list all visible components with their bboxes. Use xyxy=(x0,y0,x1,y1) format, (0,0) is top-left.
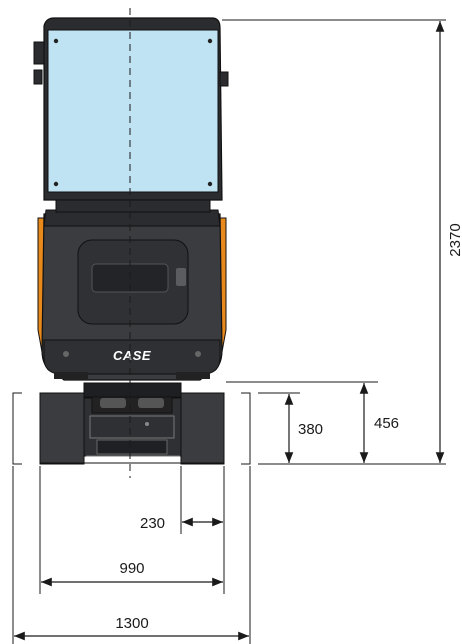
dim-track-width: 230 xyxy=(140,515,165,532)
upper-structure: CASE xyxy=(37,209,227,381)
dim-track-gauge: 990 xyxy=(119,560,144,577)
extension-lines xyxy=(12,19,446,644)
undercarriage xyxy=(83,382,182,457)
dim-upper-height: 456 xyxy=(374,415,399,432)
tracks xyxy=(39,392,225,465)
dim-total-height: 2370 xyxy=(447,223,462,256)
cab xyxy=(33,17,229,213)
right-track xyxy=(180,392,225,465)
dim-track-height: 380 xyxy=(298,421,323,438)
cab-glass xyxy=(47,29,219,193)
brand-logo: CASE xyxy=(113,348,151,363)
dimension-lines xyxy=(13,21,445,641)
left-track xyxy=(39,392,85,465)
dim-overall-width: 1300 xyxy=(115,615,148,632)
